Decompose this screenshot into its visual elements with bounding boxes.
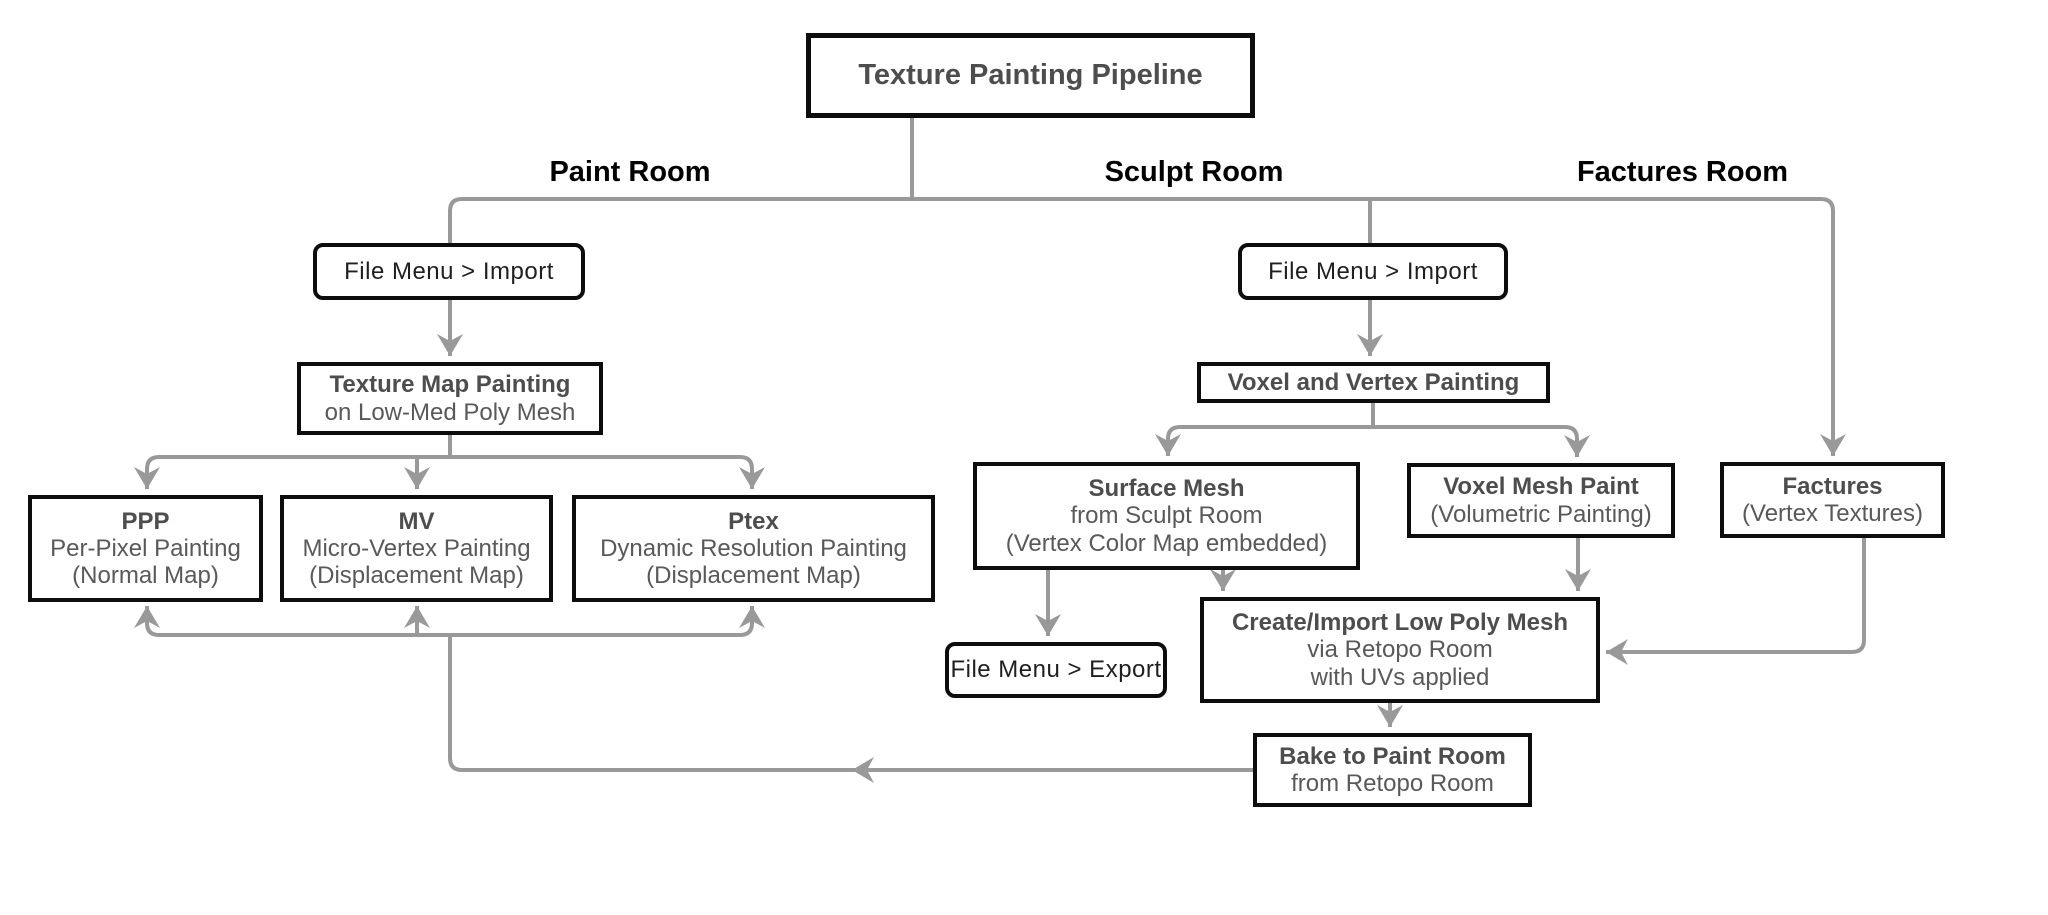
branch-label-sculpt-room: Sculpt Room — [1104, 156, 1284, 188]
node-create-import-low-poly-mesh: Create/Import Low Poly Mesh via Retopo R… — [1200, 597, 1600, 703]
node-bake-to-paint-room: Bake to Paint Room from Retopo Room — [1253, 733, 1532, 807]
connector-split-to-ptex — [450, 455, 765, 489]
node-file-menu-import-paint: File Menu > Import — [313, 243, 585, 300]
diagram-title: Texture Painting Pipeline — [858, 59, 1203, 92]
node-factures: Factures (Vertex Textures) — [1720, 462, 1945, 538]
connector-trunk — [448, 197, 1821, 243]
node-mv: MV Micro-Vertex Painting (Displacement M… — [280, 495, 553, 602]
branch-label-paint-room: Paint Room — [549, 156, 711, 188]
node-voxel-and-vertex-painting: Voxel and Vertex Painting — [1197, 362, 1550, 403]
bake-feedback-arrowhead — [852, 757, 874, 783]
connector-bake-feedback — [448, 635, 1253, 772]
node-ptex: Ptex Dynamic Resolution Painting (Displa… — [572, 495, 935, 602]
connector-return-to-ptex — [450, 606, 765, 637]
connector-factures-to-create — [1606, 538, 1866, 665]
connector-trunk-to-factures — [1820, 197, 1846, 456]
connector-split-to-surfacemesh — [1155, 425, 1373, 456]
node-voxel-mesh-paint: Voxel Mesh Paint (Volumetric Painting) — [1407, 463, 1675, 538]
branch-label-factures-room: Factures Room — [1576, 156, 1789, 188]
connector-split-to-voxelmeshpaint — [1373, 425, 1590, 457]
node-ppp: PPP Per-Pixel Painting (Normal Map) — [28, 495, 263, 602]
node-surface-mesh: Surface Mesh from Sculpt Room (Vertex Co… — [973, 462, 1360, 570]
connector-split-to-ppp — [134, 455, 450, 489]
node-file-menu-import-sculpt: File Menu > Import — [1238, 243, 1508, 300]
node-file-menu-export: File Menu > Export — [945, 642, 1167, 698]
node-texture-map-painting: Texture Map Painting on Low-Med Poly Mes… — [297, 362, 603, 435]
connector-return-to-ppp — [134, 606, 450, 637]
title-box: Texture Painting Pipeline — [806, 33, 1255, 118]
